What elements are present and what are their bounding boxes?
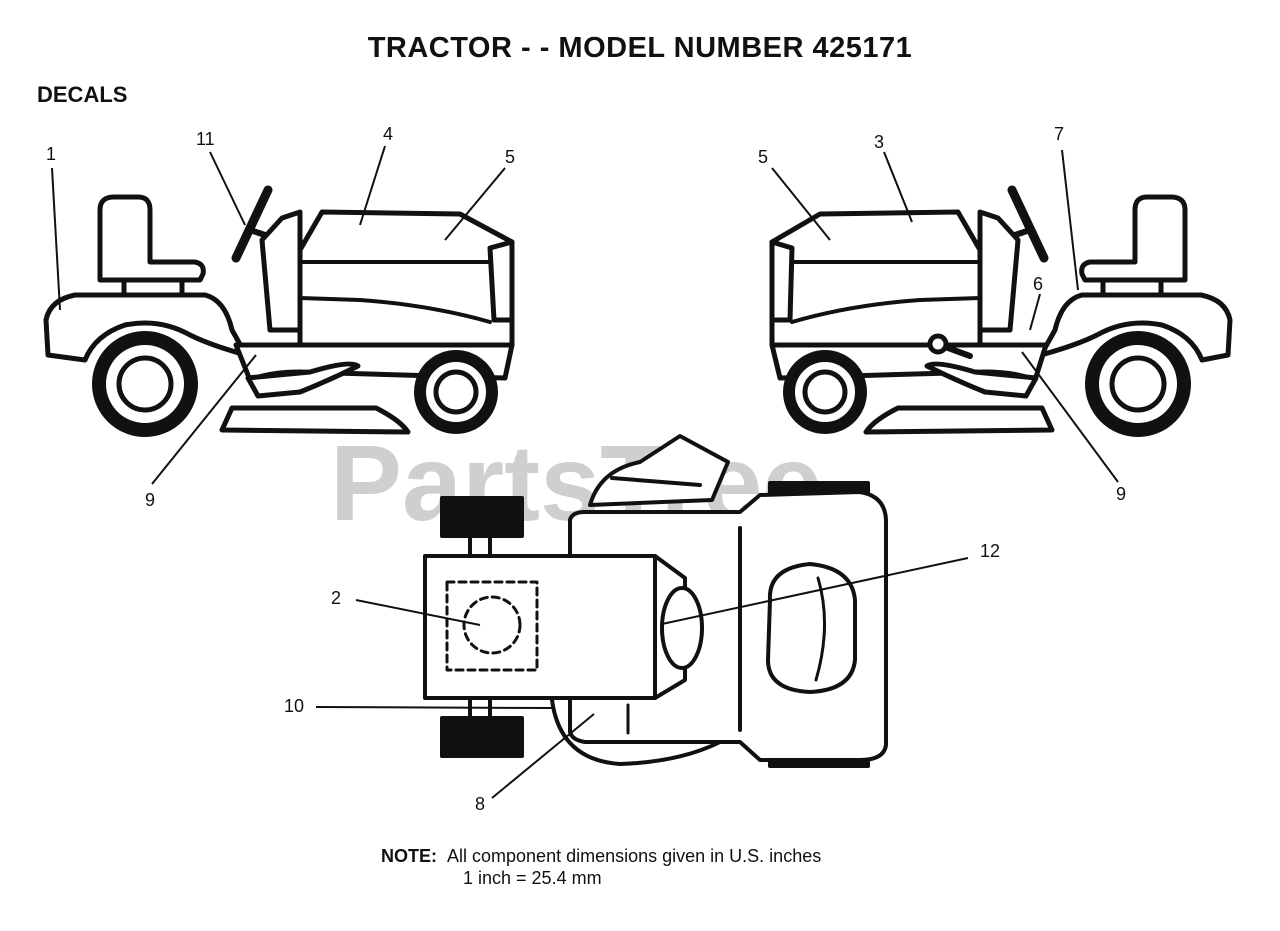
left-seat xyxy=(97,194,206,283)
callout-3: 3 xyxy=(874,132,884,152)
right-steering-wheel xyxy=(1007,185,1049,263)
callout-9-right: 9 xyxy=(1116,484,1126,504)
top-seat-outline xyxy=(445,580,539,672)
left-hood xyxy=(297,209,515,348)
top-view xyxy=(423,434,888,768)
diagram-title: TRACTOR - - MODEL NUMBER 425171 xyxy=(367,32,913,64)
right-hood-lower xyxy=(790,296,982,324)
right-side-view xyxy=(769,185,1233,437)
dimension-note: NOTE: All component dimensions given in … xyxy=(381,845,821,889)
top-mower-deck xyxy=(550,698,722,766)
left-rear-fender xyxy=(43,292,249,363)
left-dash xyxy=(259,209,303,333)
top-leader-lines xyxy=(315,557,969,799)
top-rear-tire-lower xyxy=(440,716,524,758)
section-heading: DECALS xyxy=(37,82,128,107)
note-line-1: All component dimensions given in U.S. i… xyxy=(447,846,822,866)
callout-5-left: 5 xyxy=(505,147,515,167)
right-dash xyxy=(977,209,1021,333)
left-footrest xyxy=(245,361,361,399)
note-line-2: 1 inch = 25.4 mm xyxy=(463,868,602,888)
right-mower-deck xyxy=(863,405,1055,435)
top-grille xyxy=(766,562,857,694)
left-mower-deck xyxy=(219,405,411,435)
left-rear-hub xyxy=(116,355,174,413)
callout-8: 8 xyxy=(475,794,485,814)
callout-4: 4 xyxy=(383,124,393,144)
callout-10: 10 xyxy=(284,696,304,716)
note-label: NOTE: xyxy=(381,846,437,866)
callout-9-left: 9 xyxy=(145,490,155,510)
left-steering-wheel xyxy=(231,185,273,263)
right-hood xyxy=(769,209,983,348)
top-rear-tire-upper xyxy=(440,496,524,538)
callout-5-right: 5 xyxy=(758,147,768,167)
callout-6: 6 xyxy=(1033,274,1043,294)
left-leader-lines xyxy=(51,145,506,485)
left-side-view xyxy=(43,185,515,437)
right-rear-hub xyxy=(1109,355,1167,413)
right-grille xyxy=(769,239,795,323)
left-grille xyxy=(487,239,515,323)
top-seat-center xyxy=(462,595,522,655)
left-hood-lower xyxy=(298,296,492,324)
top-steering xyxy=(660,586,704,670)
callout-2: 2 xyxy=(331,588,341,608)
callout-12: 12 xyxy=(980,541,1000,561)
callout-7: 7 xyxy=(1054,124,1064,144)
top-seat-back xyxy=(588,434,730,507)
right-leader-lines xyxy=(771,149,1119,483)
callout-11: 11 xyxy=(196,129,215,149)
right-seat xyxy=(1079,194,1188,283)
callout-1: 1 xyxy=(46,144,56,164)
right-pedal-knob xyxy=(927,333,949,355)
left-front-hub xyxy=(433,369,479,415)
right-front-hub xyxy=(802,369,848,415)
right-rear-fender xyxy=(1038,292,1233,363)
right-footrest xyxy=(924,361,1039,399)
